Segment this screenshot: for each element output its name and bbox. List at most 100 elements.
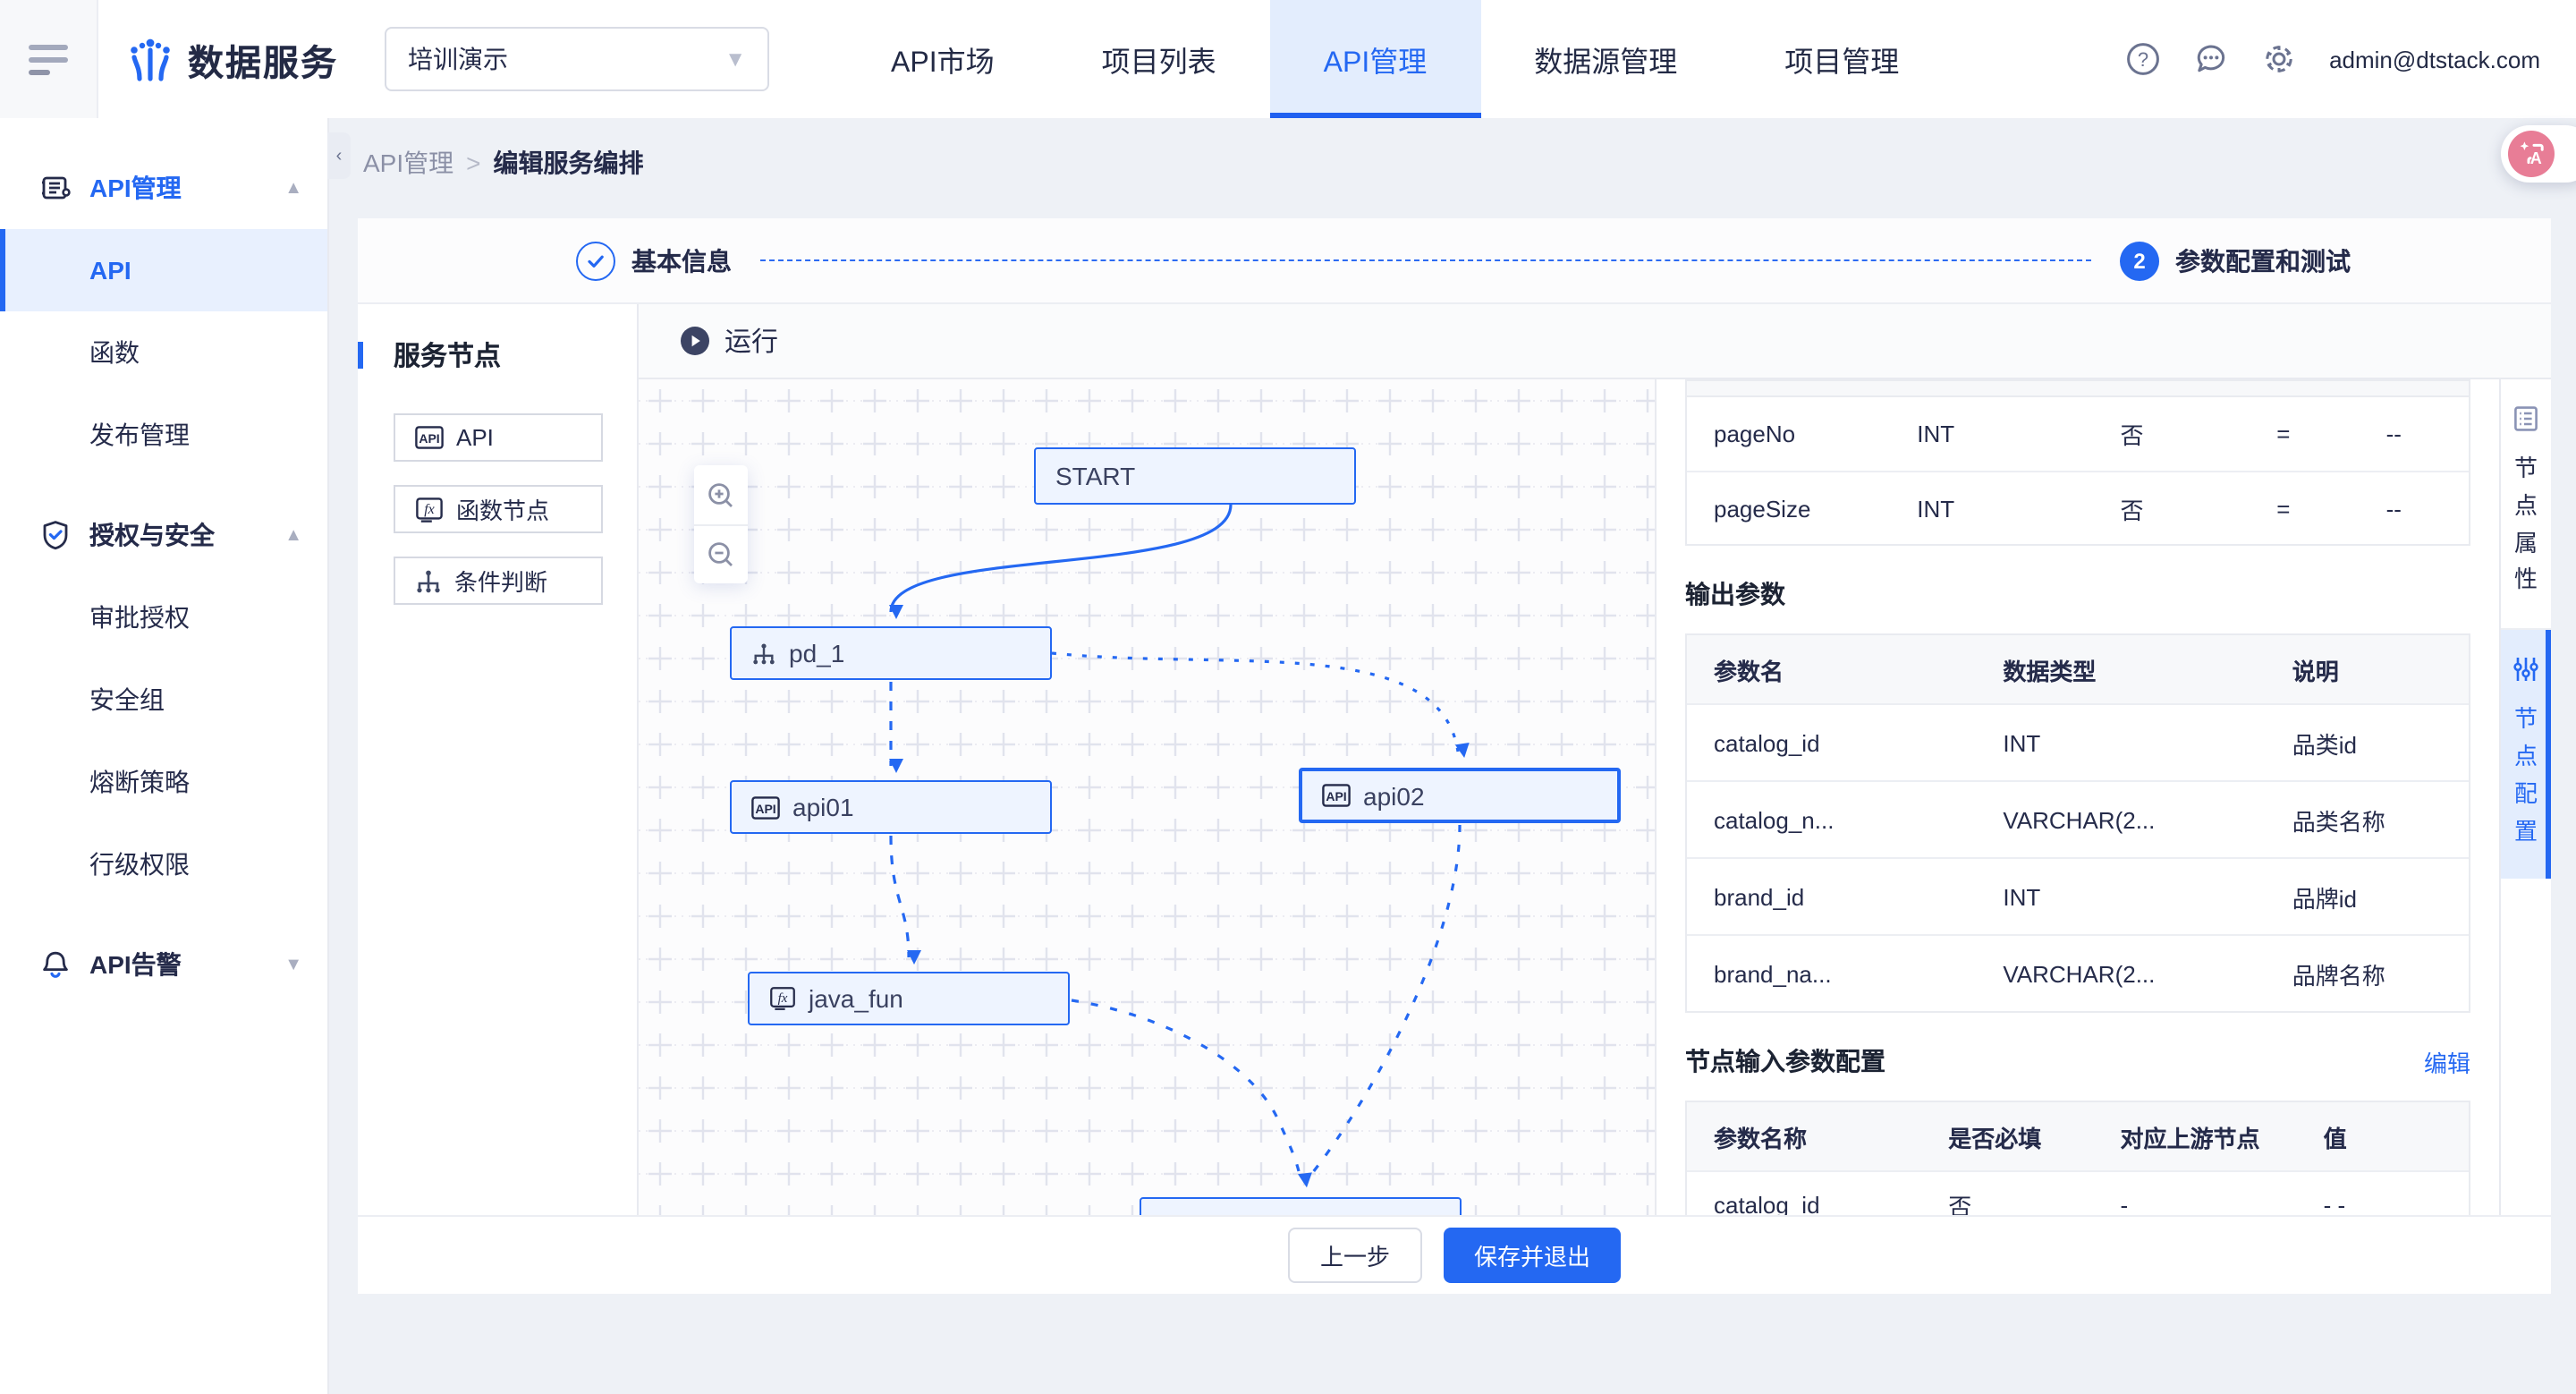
message-icon[interactable] — [2193, 41, 2229, 77]
palette-item-function[interactable]: fx 函数节点 — [394, 485, 603, 533]
left-sidebar: ‹ API管理 ▲ API 函数 发布管理 授权与安全 ▲ — [0, 118, 351, 1394]
api-badge-icon: API — [415, 426, 444, 449]
nav-tabs: API市场 项目列表 API管理 数据源管理 项目管理 — [837, 0, 1953, 118]
svg-text:fx: fx — [778, 991, 788, 1006]
zoom-in-icon — [708, 482, 733, 506]
canvas-toolbar: 运行 — [639, 304, 2551, 379]
flow-node-api02[interactable]: API api02 — [1299, 768, 1621, 823]
input-config-table: 参数名称 是否必填 对应上游节点 值 catalog_id 否 - - - — [1685, 1101, 2470, 1215]
rail-tab-label: 节点属性 — [2513, 455, 2538, 593]
workspace-select[interactable]: 培训演示 ▼ — [385, 27, 769, 91]
nav-tab-project-list[interactable]: 项目列表 — [1101, 48, 1216, 79]
zoom-out-icon — [708, 542, 733, 566]
workspace-select-value: 培训演示 — [408, 45, 508, 73]
node-palette: 服务节点 API API fx 函数节点 — [358, 304, 639, 1215]
node-label: pd_1 — [789, 639, 845, 667]
sidebar-group-label: API管理 — [89, 174, 182, 202]
edit-link[interactable]: 编辑 — [2423, 1050, 2470, 1076]
flow-node-javafun[interactable]: fx java_fun — [748, 972, 1070, 1025]
table-header-row: 参数名 数据类型 说明 — [1687, 635, 2469, 703]
table-row: catalog_id 否 - - - — [1687, 1170, 2469, 1215]
edge-api01-javafun — [889, 835, 921, 965]
table-row: catalog_id INT 品类id — [1687, 703, 2469, 780]
flow-node-end[interactable]: END — [1140, 1197, 1462, 1215]
sidebar-item-security-group[interactable]: 安全组 — [89, 685, 165, 714]
bell-icon — [43, 951, 68, 978]
logo-icon — [131, 38, 170, 81]
condition-icon — [415, 568, 442, 593]
flow-node-start[interactable]: START — [1034, 447, 1356, 505]
palette-item-label: 函数节点 — [456, 497, 550, 524]
condition-icon — [751, 642, 776, 665]
previous-step-button[interactable]: 上一步 — [1287, 1228, 1422, 1283]
shield-check-icon — [43, 521, 68, 550]
sidebar-group-label: 授权与安全 — [89, 521, 215, 549]
sidebar-group-auth-security[interactable]: 授权与安全 ▲ — [0, 494, 327, 576]
flow-node-pd1[interactable]: pd_1 — [730, 626, 1052, 680]
sidebar-item-publish-management[interactable]: 发布管理 — [89, 421, 190, 449]
flow-canvas[interactable]: START pd_1 API — [639, 379, 1655, 1215]
sliders-icon — [2512, 655, 2540, 684]
api-badge-icon: API — [751, 795, 780, 819]
top-navbar: 数据服务 培训演示 ▼ API市场 项目列表 API管理 数据源管理 项目管理 … — [0, 0, 2576, 118]
sidebar-item-api[interactable]: API — [0, 229, 327, 311]
palette-item-api[interactable]: API API — [394, 413, 603, 462]
step-done-check-icon — [576, 241, 615, 280]
run-button[interactable]: 运行 — [680, 322, 778, 360]
breadcrumb-parent[interactable]: API管理 — [363, 149, 454, 177]
step-basic-info: 基本信息 — [576, 241, 732, 280]
sidebar-collapse-handle[interactable]: ‹ — [327, 132, 351, 179]
node-label: START — [1055, 462, 1136, 490]
palette-item-label: 条件判断 — [454, 569, 548, 596]
step-label: 参数配置和测试 — [2175, 246, 2351, 275]
sidebar-item-approval-auth[interactable]: 审批授权 — [89, 603, 190, 632]
svg-text:?: ? — [2138, 48, 2148, 71]
palette-title: 服务节点 — [358, 336, 637, 374]
output-params-title: 输出参数 — [1685, 580, 1785, 608]
stepper-connector — [760, 259, 2091, 261]
sidebar-item-functions[interactable]: 函数 — [89, 338, 140, 367]
svg-text:A: A — [2530, 149, 2542, 167]
sidebar-toggle-button[interactable] — [0, 0, 98, 118]
nav-tab-api-management[interactable]: API管理 — [1269, 0, 1481, 118]
table-row: brand_na... VARCHAR(2... 品牌名称 — [1687, 934, 2469, 1011]
palette-item-condition[interactable]: 条件判断 — [394, 557, 603, 605]
gear-icon[interactable] — [2261, 41, 2297, 77]
user-email[interactable]: admin@dtstack.com — [2329, 46, 2540, 72]
help-icon[interactable]: ? — [2125, 41, 2161, 77]
sidebar-item-circuit-breaker[interactable]: 熔断策略 — [89, 768, 190, 796]
rail-tab-node-properties[interactable]: 节点属性 — [2501, 379, 2551, 628]
rail-tab-node-config[interactable]: 节点配置 — [2501, 630, 2551, 880]
edge-pd1-api02 — [1051, 651, 1470, 758]
node-label: java_fun — [809, 984, 903, 1013]
svg-text:API: API — [419, 431, 439, 446]
panel-tab-rail: 节点属性 节点配置 — [2499, 379, 2551, 1215]
clipped-table-header — [1687, 381, 2469, 397]
zoom-controls — [694, 465, 748, 583]
sidebar-group-api-alert[interactable]: API告警 ▼ — [0, 923, 327, 1006]
nav-tab-datasource-management[interactable]: 数据源管理 — [1534, 48, 1678, 79]
palette-item-label: API — [456, 424, 494, 451]
chevron-up-icon: ▲ — [284, 525, 302, 545]
nav-tab-project-management[interactable]: 项目管理 — [1784, 48, 1900, 79]
api-management-icon — [42, 176, 71, 200]
breadcrumb: API管理 > 编辑服务编排 — [329, 118, 2576, 208]
zoom-in-button[interactable] — [694, 465, 748, 524]
sidebar-item-row-permission[interactable]: 行级权限 — [89, 850, 190, 879]
sidebar-group-api-management[interactable]: API管理 ▲ — [0, 147, 327, 229]
logo-text: 数据服务 — [188, 44, 338, 83]
zoom-out-button[interactable] — [694, 524, 748, 583]
save-and-exit-button[interactable]: 保存并退出 — [1444, 1228, 1622, 1283]
app-logo[interactable]: 数据服务 — [127, 33, 338, 85]
breadcrumb-separator: > — [466, 149, 481, 177]
translate-widget[interactable]: A — [2501, 125, 2576, 183]
nav-tab-api-market[interactable]: API市场 — [891, 48, 995, 79]
node-label: END — [1161, 1211, 1214, 1215]
step-param-config: 2 参数配置和测试 — [2120, 241, 2351, 280]
workflow-editor: 服务节点 API API fx 函数节点 — [358, 304, 2551, 1215]
fx-badge-icon: fx — [415, 497, 444, 522]
navbar-right: ? admin@dtstack.com — [2125, 41, 2576, 77]
flow-node-api01[interactable]: API api01 — [730, 780, 1052, 834]
hamburger-icon — [29, 37, 68, 81]
